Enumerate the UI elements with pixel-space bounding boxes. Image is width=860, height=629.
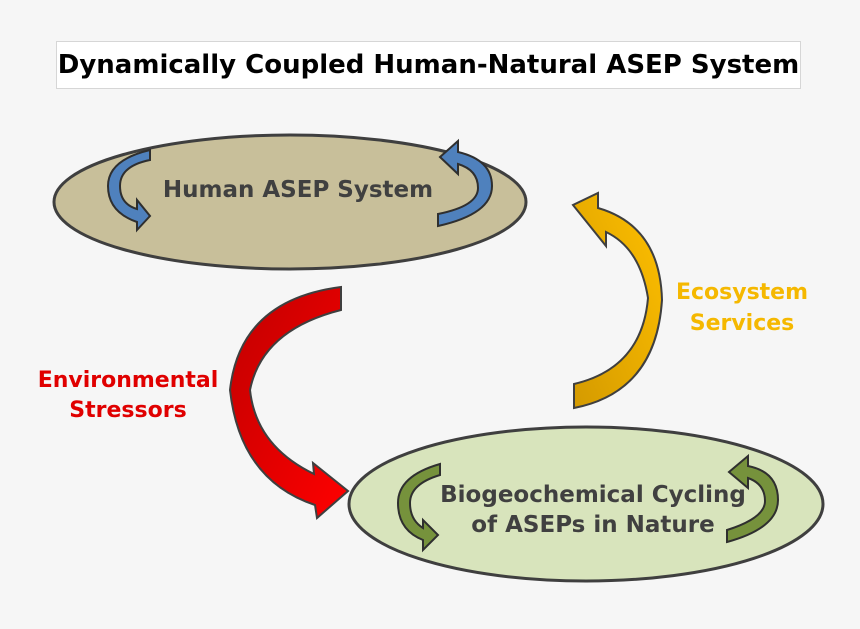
- diagram-title: Dynamically Coupled Human-Natural ASEP S…: [57, 50, 800, 80]
- stressors-label-line1: Environmental: [38, 368, 219, 393]
- stressors-arrow-icon: [228, 285, 350, 520]
- nature-left-cycle-arrow-icon: [396, 462, 441, 553]
- nature-right-cycle-arrow-icon: [726, 453, 780, 544]
- title-box: Dynamically Coupled Human-Natural ASEP S…: [56, 41, 801, 89]
- nature-system-node: Biogeochemical Cycling of ASEPs in Natur…: [347, 425, 825, 583]
- stressors-label-line2: Stressors: [69, 398, 186, 423]
- services-label-line1: Ecosystem: [676, 280, 808, 305]
- human-left-cycle-arrow-icon: [106, 148, 152, 233]
- services-arrow-icon: [571, 191, 664, 410]
- nature-system-ellipse: [347, 425, 825, 583]
- nature-system-label-line1: Biogeochemical Cycling: [440, 482, 746, 508]
- nature-system-label-line2: of ASEPs in Nature: [471, 512, 714, 538]
- human-system-node: Human ASEP System: [52, 133, 528, 271]
- human-system-ellipse: [52, 133, 528, 271]
- human-right-cycle-arrow-icon: [437, 138, 494, 228]
- human-system-label: Human ASEP System: [163, 177, 433, 203]
- services-label-line2: Services: [690, 311, 795, 336]
